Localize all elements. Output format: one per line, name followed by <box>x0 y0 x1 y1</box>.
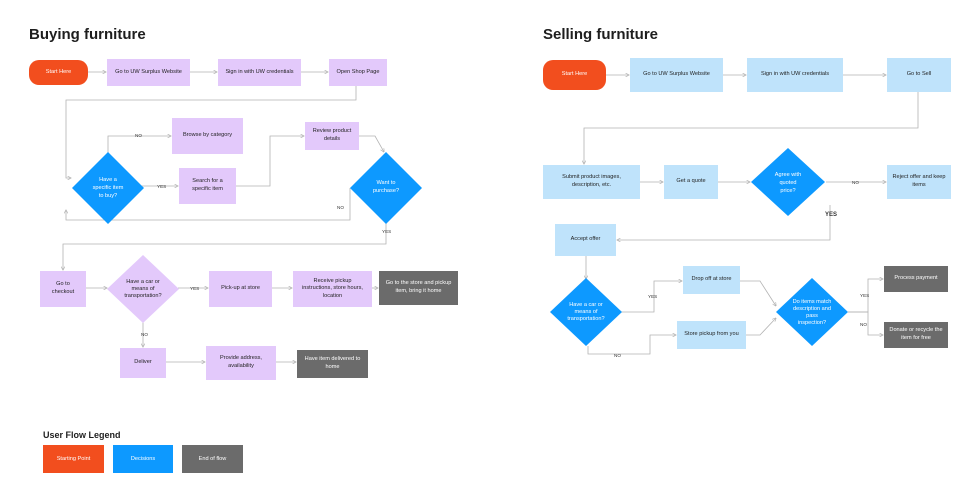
buying-title: Buying furniture <box>29 26 146 43</box>
label-no-purchase: NO <box>337 205 344 210</box>
legend-end-of-flow: End of flow <box>182 445 243 473</box>
decision-want-purchase <box>350 152 422 224</box>
decision-agree-price-line1: Agree with <box>775 172 801 178</box>
get-a-quote: Get a quote <box>664 165 718 199</box>
buy-start-here: Start Here <box>29 60 88 85</box>
have-item-delivered: Have item delivered to home <box>297 350 368 378</box>
review-product-details: Review product details <box>305 122 359 150</box>
label-yes-car-buy: YES <box>190 286 199 291</box>
label-yes-agree: YES <box>825 212 837 218</box>
label-no-car-sell: NO <box>614 353 621 358</box>
decision-have-car-buy <box>107 255 179 323</box>
sell-start-here: Start Here <box>543 60 606 90</box>
decision-items-match-line4: inspection? <box>798 320 826 326</box>
decision-specific-item <box>72 152 144 224</box>
label-yes-purchase: YES <box>382 229 391 234</box>
accept-offer: Accept offer <box>555 224 616 256</box>
decision-items-match-line3: pass <box>806 313 818 319</box>
sell-go-to-uw-surplus: Go to UW Surplus Website <box>630 58 723 92</box>
decision-want-purchase-line2: purchase? <box>373 188 399 194</box>
provide-address: Provide address, availability <box>206 346 276 380</box>
decision-have-car-buy-line2: means of <box>131 286 154 292</box>
decision-agree-price <box>751 148 825 216</box>
sell-sign-in: Sign in with UW credentials <box>747 58 843 92</box>
go-to-store-pickup: Go to the store and pickup item, bring i… <box>379 271 458 305</box>
open-shop-page: Open Shop Page <box>329 59 387 86</box>
go-to-checkout: Go to checkout <box>40 271 86 307</box>
label-yes-specific: YES <box>157 184 166 189</box>
buy-go-to-uw-surplus: Go to UW Surplus Website <box>107 59 190 86</box>
label-no-agree: NO <box>852 180 859 185</box>
selling-title: Selling furniture <box>543 26 659 43</box>
browse-by-category: Browse by category <box>172 118 243 154</box>
decision-items-match-line1: Do items match <box>793 299 832 305</box>
legend-title: User Flow Legend <box>43 430 121 440</box>
label-no-match: NO <box>860 322 867 327</box>
submit-product-images: Submit product images, description, etc. <box>543 165 640 199</box>
receive-pickup-instructions: Receive pickup instructions, store hours… <box>293 271 372 307</box>
search-specific-item: Search for a specific item <box>179 168 236 204</box>
label-yes-match: YES <box>860 293 869 298</box>
decision-items-match <box>776 278 848 346</box>
label-no-car-buy: NO <box>141 332 148 337</box>
decision-have-car-sell-line1: Have a car or <box>569 302 603 308</box>
decision-specific-item-line1: Have a <box>99 177 118 183</box>
label-yes-car-sell: YES <box>648 294 657 299</box>
decision-have-car-sell-line2: means of <box>574 309 597 315</box>
decision-agree-price-line3: price? <box>780 188 795 194</box>
process-payment: Process payment <box>884 266 948 292</box>
reject-offer: Reject offer and keep items <box>887 165 951 199</box>
decision-have-car-sell-line3: transportation? <box>567 316 604 322</box>
deliver: Deliver <box>120 348 166 378</box>
buy-sign-in: Sign in with UW credentials <box>218 59 301 86</box>
decision-specific-item-line2: specific item <box>93 185 124 191</box>
decision-items-match-line2: description and <box>793 306 831 312</box>
decision-have-car-buy-line1: Have a car or <box>126 279 160 285</box>
decision-have-car-buy-line3: transportation? <box>124 293 161 299</box>
drop-off-at-store: Drop off at store <box>683 266 740 294</box>
label-no-specific: NO <box>135 133 142 138</box>
donate-or-recycle: Donate or recycle the item for free <box>884 322 948 348</box>
legend-decisions: Decisions <box>113 445 173 473</box>
store-pickup-from-you: Store pickup from you <box>677 321 746 349</box>
decision-want-purchase-line1: Want to <box>376 180 395 186</box>
go-to-sell: Go to Sell <box>887 58 951 92</box>
legend-starting-point: Starting Point <box>43 445 104 473</box>
pick-up-at-store: Pick-up at store <box>209 271 272 307</box>
decision-agree-price-line2: quoted <box>779 180 796 186</box>
decision-have-car-sell <box>550 278 622 346</box>
decision-specific-item-line3: to buy? <box>99 193 117 199</box>
